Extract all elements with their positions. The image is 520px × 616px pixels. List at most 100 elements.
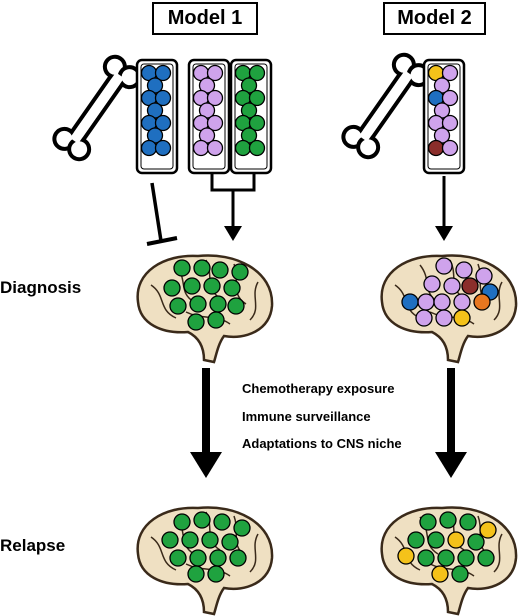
green-cell: [231, 263, 249, 281]
green-cell: [181, 531, 199, 549]
green-cell: [227, 297, 245, 315]
factor-adaptation: Adaptations to CNS niche: [242, 436, 402, 451]
purple-cell: [206, 64, 224, 82]
green-cell: [223, 279, 241, 297]
model-1-merge-connector: [210, 172, 256, 241]
green-cell: [173, 259, 191, 277]
diagnosis-label: Diagnosis: [0, 278, 82, 297]
green-cell: [189, 549, 207, 567]
green-cell: [248, 114, 266, 132]
green-cell: [221, 533, 239, 551]
green-cell: [203, 277, 221, 295]
model-1-green-marrow-column: [229, 58, 273, 175]
model-1-relapse-brain: [136, 506, 274, 616]
green-cell: [459, 513, 477, 531]
green-cell: [211, 261, 229, 279]
green-cell: [233, 519, 251, 537]
model-1-relapse-arrow: [190, 368, 222, 478]
yellow-cell: [447, 531, 465, 549]
yellow-cell: [431, 565, 449, 583]
model-1-label: Model 1: [152, 2, 258, 35]
green-cell: [173, 513, 191, 531]
green-cell: [163, 279, 181, 297]
green-cell: [417, 549, 435, 567]
green-cell: [248, 64, 266, 82]
purple-cell: [443, 277, 461, 295]
purple-cell: [441, 64, 459, 82]
purple-cell: [453, 293, 471, 311]
model-2-mixed-marrow-column: [422, 58, 466, 175]
blue-cell: [154, 114, 172, 132]
factor-immune: Immune surveillance: [242, 409, 371, 424]
green-cell: [209, 295, 227, 313]
green-cell: [234, 139, 252, 157]
green-cell: [183, 277, 201, 295]
green-cell: [213, 513, 231, 531]
purple-cell: [435, 309, 453, 327]
green-cell: [193, 511, 211, 529]
purple-cell: [206, 89, 224, 107]
model-1-purple-marrow-column: [187, 58, 231, 175]
green-cell: [169, 549, 187, 567]
purple-cell: [417, 293, 435, 311]
green-cell: [477, 549, 495, 567]
model-2-relapse-brain: [380, 506, 518, 616]
model-2-relapse-arrow: [435, 368, 467, 478]
green-cell: [457, 549, 475, 567]
purple-cell: [441, 114, 459, 132]
darkred-cell: [427, 139, 445, 157]
purple-cell: [435, 257, 453, 275]
green-cell: [209, 549, 227, 567]
green-cell: [201, 531, 219, 549]
green-cell: [427, 531, 445, 549]
green-cell: [187, 313, 205, 331]
purple-cell: [192, 139, 210, 157]
green-cell: [169, 297, 187, 315]
model-2-diagnosis-brain: [380, 254, 518, 364]
green-cell: [189, 295, 207, 313]
blue-cell: [140, 139, 158, 157]
green-cell: [229, 549, 247, 567]
purple-cell: [433, 293, 451, 311]
model-1-diagnosis-brain: [136, 254, 274, 364]
green-cell: [248, 89, 266, 107]
green-cell: [467, 533, 485, 551]
model-2-label: Model 2: [383, 2, 486, 35]
purple-cell: [206, 114, 224, 132]
blue-cell: [154, 139, 172, 157]
green-cell: [207, 565, 225, 583]
bone-icon-model-2: [341, 52, 431, 160]
yellow-cell: [453, 309, 471, 327]
model-1-inhibition-line: [146, 182, 178, 246]
yellow-cell: [397, 547, 415, 565]
purple-cell: [441, 139, 459, 157]
model-2-arrow-to-diagnosis: [435, 176, 453, 241]
green-cell: [451, 565, 469, 583]
green-cell: [161, 531, 179, 549]
purple-cell: [455, 261, 473, 279]
green-cell: [407, 531, 425, 549]
green-cell: [439, 511, 457, 529]
green-cell: [207, 311, 225, 329]
green-cell: [193, 259, 211, 277]
model-1-blue-marrow-column: [135, 58, 179, 175]
darkred-cell: [461, 277, 479, 295]
green-cell: [437, 549, 455, 567]
green-cell: [248, 139, 266, 157]
orange-cell: [473, 293, 491, 311]
blue-cell: [154, 89, 172, 107]
green-cell: [419, 513, 437, 531]
purple-cell: [206, 139, 224, 157]
purple-cell: [441, 89, 459, 107]
green-cell: [187, 565, 205, 583]
blue-cell: [401, 293, 419, 311]
yellow-cell: [479, 521, 497, 539]
blue-cell: [154, 64, 172, 82]
purple-cell: [475, 267, 493, 285]
purple-cell: [415, 309, 433, 327]
relapse-label: Relapse: [0, 536, 66, 555]
bone-icon-model-1: [52, 54, 142, 162]
purple-cell: [423, 275, 441, 293]
factor-chemotherapy: Chemotherapy exposure: [242, 381, 395, 396]
